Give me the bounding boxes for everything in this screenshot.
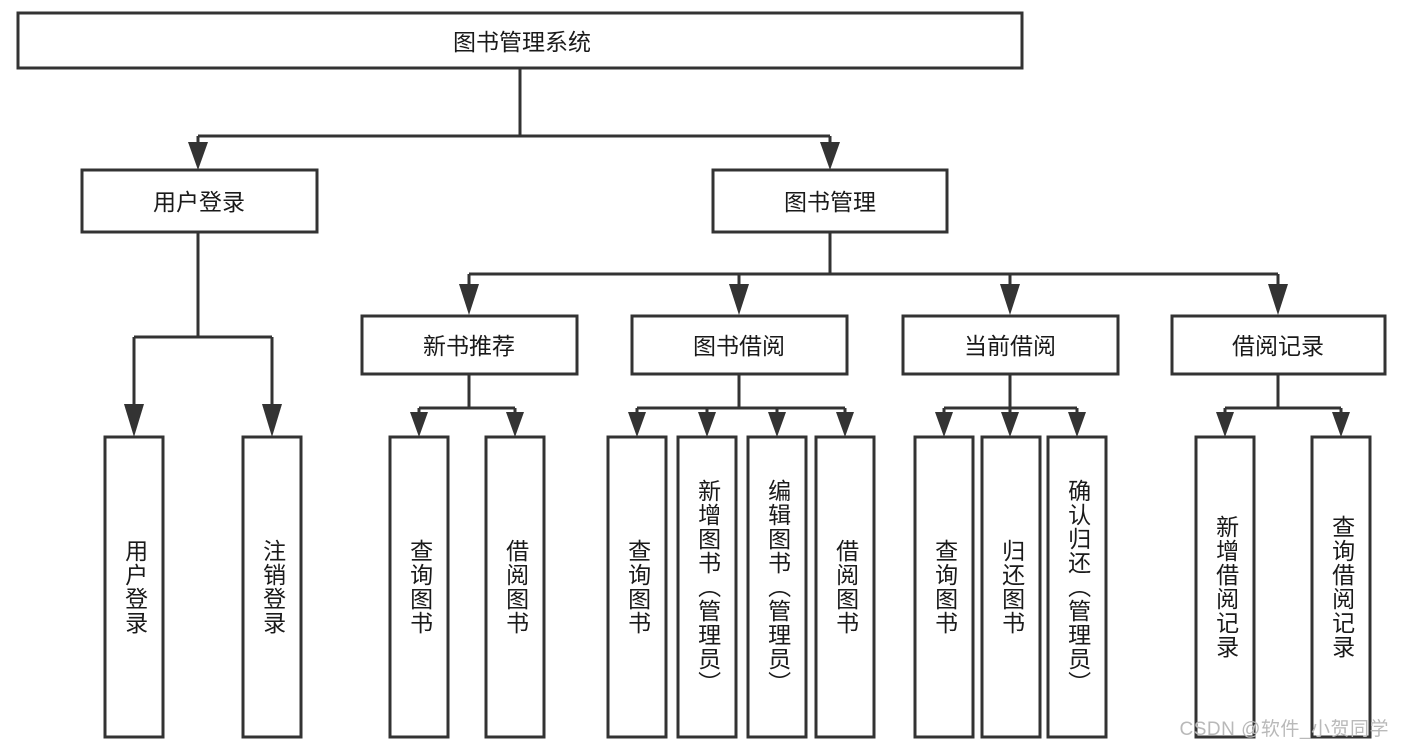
node-user-login-label: 用户登录 bbox=[153, 189, 245, 215]
node-borrow-record[interactable]: 借阅记录 bbox=[1170, 314, 1387, 376]
node-current-borrow[interactable]: 当前借阅 bbox=[901, 314, 1120, 376]
node-user-login[interactable]: 用户登录 bbox=[80, 168, 319, 234]
arrow-head-new-book-recommend bbox=[459, 284, 479, 315]
node-borrow-record-box[interactable] bbox=[1170, 314, 1387, 376]
node-book-manage-box[interactable] bbox=[711, 168, 949, 234]
edges-user-login-to-leaves bbox=[124, 232, 282, 437]
node-new-book-recommend[interactable]: 新书推荐 bbox=[360, 314, 579, 376]
arrow-head-leaf-query-record bbox=[1332, 412, 1350, 437]
leaf-query-record-box[interactable] bbox=[1310, 435, 1372, 739]
node-root-label: 图书管理系统 bbox=[453, 29, 591, 55]
node-current-borrow-label: 当前借阅 bbox=[964, 333, 1056, 359]
arrow-head-leaf-query-book-1 bbox=[410, 412, 428, 437]
csdn-watermark: CSDN @软件_小贺同学 bbox=[1179, 719, 1389, 740]
leaf-add-record-box[interactable] bbox=[1194, 435, 1256, 739]
arrow-head-leaf-query-book-3 bbox=[935, 412, 953, 437]
leaf-return-book-box[interactable] bbox=[980, 435, 1042, 739]
node-book-borrow-box[interactable] bbox=[630, 314, 849, 376]
leaf-edit-book-box[interactable] bbox=[746, 435, 808, 739]
edges-book-borrow-to-leaves bbox=[628, 375, 854, 437]
arrow-head-leaf-borrow-book-1 bbox=[506, 412, 524, 437]
arrow-head-leaf-edit-book bbox=[768, 412, 786, 437]
node-borrow-record-label: 借阅记录 bbox=[1232, 333, 1324, 359]
leaf-boxes bbox=[103, 435, 1372, 739]
leaf-logout-login-box[interactable] bbox=[241, 435, 303, 739]
node-book-borrow[interactable]: 图书借阅 bbox=[630, 314, 849, 376]
arrow-head-book-manage bbox=[820, 142, 840, 170]
leaf-borrow-book-2-box[interactable] bbox=[814, 435, 876, 739]
leaf-query-book-2-box[interactable] bbox=[606, 435, 668, 739]
node-root[interactable]: 图书管理系统 bbox=[16, 11, 1024, 70]
node-book-borrow-label: 图书借阅 bbox=[693, 333, 785, 359]
arrow-head-borrow-record bbox=[1268, 284, 1288, 315]
edges-new-book-recommend-to-leaves bbox=[410, 375, 524, 437]
arrow-head-book-borrow bbox=[729, 284, 749, 315]
arrow-head-leaf-logout-login bbox=[262, 404, 282, 437]
leaf-user-login-box[interactable] bbox=[103, 435, 165, 739]
edges-current-borrow-to-leaves bbox=[935, 375, 1086, 437]
node-new-book-recommend-label: 新书推荐 bbox=[423, 333, 515, 359]
arrow-head-leaf-add-book bbox=[698, 412, 716, 437]
arrow-head-leaf-borrow-book-2 bbox=[836, 412, 854, 437]
edges-root-to-level2 bbox=[188, 68, 840, 170]
node-current-borrow-box[interactable] bbox=[901, 314, 1120, 376]
leaf-query-book-1-box[interactable] bbox=[388, 435, 450, 739]
edges-borrow-record-to-leaves bbox=[1216, 375, 1350, 437]
node-new-book-recommend-box[interactable] bbox=[360, 314, 579, 376]
leaf-query-book-3-box[interactable] bbox=[913, 435, 975, 739]
arrow-head-leaf-query-book-2 bbox=[628, 412, 646, 437]
leaf-confirm-return-box[interactable] bbox=[1046, 435, 1108, 739]
arrow-head-leaf-return-book bbox=[1001, 412, 1019, 437]
node-user-login-box[interactable] bbox=[80, 168, 319, 234]
arrow-head-leaf-user-login bbox=[124, 404, 144, 437]
arrow-head-leaf-add-record bbox=[1216, 412, 1234, 437]
arrow-head-leaf-confirm-return bbox=[1068, 412, 1086, 437]
arrow-head-current-borrow bbox=[1000, 284, 1020, 315]
node-book-manage[interactable]: 图书管理 bbox=[711, 168, 949, 234]
node-book-manage-label: 图书管理 bbox=[784, 189, 876, 215]
node-root-box[interactable] bbox=[16, 11, 1024, 70]
edges-book-manage-to-level3 bbox=[459, 232, 1288, 315]
leaf-add-book-box[interactable] bbox=[676, 435, 738, 739]
arrow-head-user-login bbox=[188, 142, 208, 170]
leaf-borrow-book-1-box[interactable] bbox=[484, 435, 546, 739]
